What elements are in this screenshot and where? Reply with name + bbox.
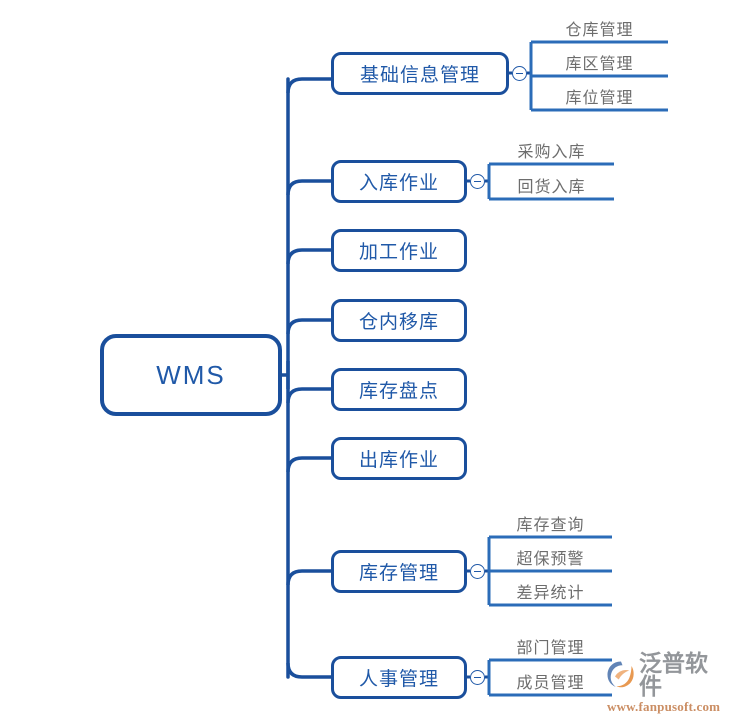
collapse-toggle-icon-kucunguanli[interactable]	[470, 564, 485, 579]
sub-item-kuweiguanli[interactable]: 库位管理	[531, 82, 668, 110]
sub-item-label: 回货入库	[517, 179, 586, 196]
branch-node-label: 人事管理	[358, 669, 439, 690]
sub-item-kucunchaxun[interactable]: 库存查询	[489, 509, 612, 537]
sub-item-cangkuguanli[interactable]: 仓库管理	[531, 14, 668, 42]
branch-node-label: 出库作业	[358, 450, 439, 471]
branch-node-renshiguanli[interactable]: 人事管理	[331, 656, 467, 699]
sub-item-label: 采购入库	[517, 144, 586, 161]
branch-node-label: 仓内移库	[358, 312, 439, 333]
sub-item-label: 库区管理	[565, 56, 634, 73]
sub-item-chengyuanguanli[interactable]: 成员管理	[489, 667, 612, 695]
branch-node-label: 库存盘点	[358, 381, 439, 402]
branch-node-rukuzuoye[interactable]: 入库作业	[331, 160, 467, 203]
branch-node-label: 加工作业	[358, 242, 439, 263]
sub-item-label: 超保预警	[516, 551, 585, 568]
watermark-url: www.fanpusoft.com	[607, 699, 721, 714]
branch-node-kucunguanli[interactable]: 库存管理	[331, 550, 467, 593]
collapse-toggle-icon-jichuxinxiguanli[interactable]	[512, 66, 527, 81]
sub-item-chayitongji[interactable]: 差异统计	[489, 577, 612, 605]
sub-item-label: 仓库管理	[565, 22, 634, 39]
collapse-toggle-icon-rukuzuoye[interactable]	[470, 174, 485, 189]
sub-item-bumenguanli[interactable]: 部门管理	[489, 632, 612, 660]
branch-node-kucunpandian[interactable]: 库存盘点	[331, 368, 467, 411]
watermark-brand-name: 泛普软件	[639, 650, 708, 699]
sub-item-caigourukku[interactable]: 采购入库	[489, 136, 614, 164]
branch-node-label: 库存管理	[358, 563, 439, 584]
sub-item-label: 成员管理	[516, 675, 585, 692]
watermark-brand-row: 泛普软件	[606, 652, 730, 698]
sub-item-kuququanli[interactable]: 库区管理	[531, 48, 668, 76]
branch-node-jichuxinxiguanli[interactable]: 基础信息管理	[331, 52, 509, 95]
branch-node-chukuzuoye[interactable]: 出库作业	[331, 437, 467, 480]
fanpu-swirl-logo-icon	[607, 661, 634, 688]
collapse-toggle-icon-renshiguanli[interactable]	[470, 670, 485, 685]
sub-item-label: 部门管理	[516, 640, 585, 657]
branch-node-label: 基础信息管理	[359, 65, 480, 86]
mindmap-root-node[interactable]: WMS	[100, 334, 282, 416]
mindmap-root-label: WMS	[156, 359, 226, 390]
sub-item-label: 差异统计	[516, 585, 585, 602]
sub-item-chaobaoyujing[interactable]: 超保预警	[489, 543, 612, 571]
branch-node-label: 入库作业	[358, 173, 439, 194]
sub-item-label: 库存查询	[516, 517, 585, 534]
watermark: 泛普软件 www.fanpusoft.com	[606, 652, 730, 715]
branch-node-canneiyiku[interactable]: 仓内移库	[331, 299, 467, 342]
branch-node-jiagongzuoye[interactable]: 加工作业	[331, 229, 467, 272]
sub-item-huihuoruku[interactable]: 回货入库	[489, 171, 614, 199]
sub-item-label: 库位管理	[565, 90, 634, 107]
